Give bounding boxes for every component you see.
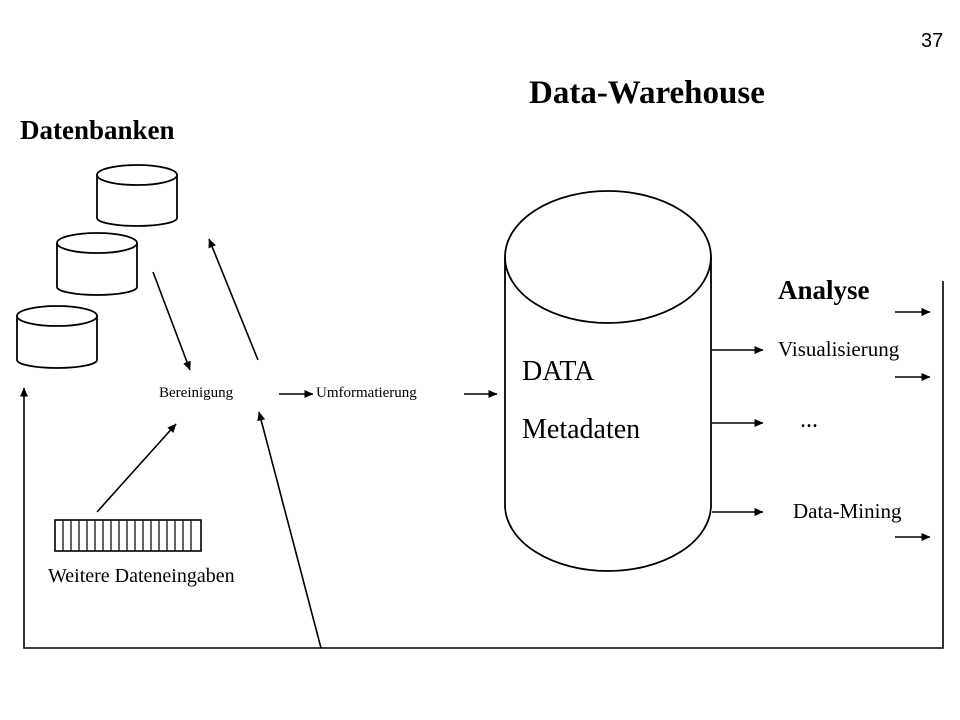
reformatting-label: Umformatierung bbox=[316, 385, 417, 401]
database-cylinder-bottom bbox=[16, 305, 98, 369]
slide-title: Data-Warehouse bbox=[529, 75, 765, 111]
feedback-loop-line bbox=[20, 281, 944, 649]
cleaning-label: Bereinigung bbox=[159, 385, 234, 401]
databases-heading: Datenbanken bbox=[20, 115, 175, 145]
page-number: 37 bbox=[921, 30, 944, 52]
warehouse-metadata-label: Metadaten bbox=[522, 414, 641, 445]
database-cylinder-middle bbox=[56, 232, 138, 296]
warehouse-cylinder bbox=[504, 190, 712, 572]
analysis-item-visualization: Visualisierung bbox=[778, 337, 900, 361]
analysis-item-datamining: Data-Mining bbox=[793, 499, 902, 523]
other-inputs-label: Weitere Dateneingaben bbox=[48, 565, 235, 587]
warehouse-data-label: DATA bbox=[522, 356, 595, 387]
arrow-feedback-to-cleaning bbox=[257, 411, 322, 649]
analysis-heading: Analyse bbox=[778, 275, 870, 305]
data-input-block bbox=[54, 519, 202, 552]
analysis-item-ellipsis: ... bbox=[800, 407, 818, 433]
arrow-inputs-to-cleaning bbox=[96, 423, 177, 513]
arrow-cleaning-to-databases bbox=[208, 238, 259, 361]
arrow-databases-to-cleaning bbox=[152, 271, 191, 371]
database-cylinder-top bbox=[96, 164, 178, 227]
